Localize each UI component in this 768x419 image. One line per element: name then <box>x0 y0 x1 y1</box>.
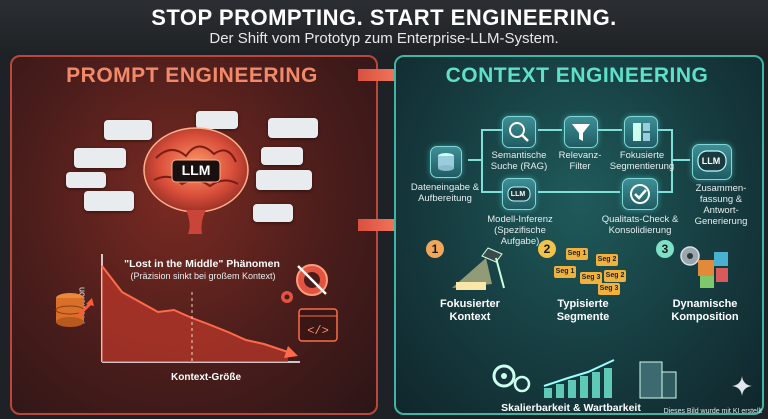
segment-chip: Seg 1 <box>554 266 576 278</box>
precision-chart <box>101 254 300 363</box>
speech-bubble <box>74 148 126 168</box>
quality-check-node <box>622 178 658 210</box>
step-2-label: Typisierte Segmente <box>556 298 610 323</box>
segments-icon <box>633 123 650 141</box>
speech-bubble <box>253 204 293 222</box>
ai-generated-note: Dieses Bild wurde mit KI erstellt <box>663 408 762 415</box>
speech-bubble <box>104 120 152 140</box>
speech-bubble <box>66 172 106 188</box>
speech-bubble <box>196 111 238 129</box>
quality-check-label: Qualitats-Check & Konsolidierung <box>601 214 679 236</box>
llm-chip-icon <box>697 150 727 172</box>
data-input-node <box>430 146 462 178</box>
llm-chip-icon <box>507 186 531 202</box>
model-inference-label: Modell-Inferenz (Spezifische Aufgabe) <box>487 214 553 247</box>
speech-bubble <box>84 191 134 211</box>
gear-warning-icon <box>296 264 328 296</box>
summary-label: Zusammen-fassung & Antwort-Generierung <box>694 183 748 227</box>
segment-chip: Seg 1 <box>566 248 588 260</box>
scalability-label: Skalierbarkeit & Wartbarkeit <box>501 402 641 414</box>
code-window-icon: </> <box>298 308 338 342</box>
relevance-filter-label: Relevanz-Filter <box>558 150 602 172</box>
segment-chip: Seg 3 <box>598 283 620 295</box>
llm-summary-node <box>692 144 732 180</box>
chart-subtitle: (Präzision sinkt bei großem Kontext) <box>130 271 276 281</box>
context-engineering-panel <box>394 55 764 415</box>
page-subtitle: Der Shift vom Prototyp zum Enterprise-LL… <box>209 30 559 47</box>
data-input-label: Dateneingabe & Aufbereitung <box>410 182 480 204</box>
prompt-engineering-heading: PROMPT ENGINEERING <box>66 64 318 87</box>
sparkle-icon <box>732 376 752 396</box>
gear-icon <box>281 291 293 303</box>
context-engineering-heading: CONTEXT ENGINEERING <box>445 64 709 87</box>
chart-title: "Lost in the Middle" Phänomen <box>124 258 280 270</box>
relevance-filter-node <box>564 116 598 148</box>
speech-bubble <box>256 170 312 190</box>
scalability-graphic <box>492 359 677 399</box>
segmentation-label: Fokusierte Segmentierung <box>609 150 675 172</box>
step-1-label: Fokusierter Kontext <box>440 298 500 323</box>
search-icon <box>509 122 529 142</box>
speech-bubble <box>261 147 303 165</box>
step-3-badge: 3 <box>656 240 674 258</box>
segment-chip: Seg 2 <box>604 270 626 282</box>
svg-text:</>: </> <box>307 324 329 338</box>
llm-node-label: LLM <box>701 156 721 166</box>
puzzle-gears-icon <box>680 246 728 288</box>
database-icon <box>55 293 94 327</box>
segmentation-node <box>624 116 658 148</box>
header-bar <box>0 0 768 52</box>
semantic-search-label: Semantische Suche (RAG) <box>490 150 548 172</box>
step-1-badge: 1 <box>426 240 444 258</box>
filter-icon <box>572 124 590 141</box>
semantic-search-node <box>502 116 536 148</box>
step-3-label: Dynamische Komposition <box>671 298 739 323</box>
brain-llm-label: LLM <box>181 162 211 178</box>
brain-icon <box>143 127 249 234</box>
database-icon <box>438 153 454 171</box>
segment-chip: Seg 2 <box>596 254 618 266</box>
lamp-icon <box>452 247 505 290</box>
model-inference-node <box>502 178 536 210</box>
flow-connectors <box>468 129 690 193</box>
step-2-badge: 2 <box>538 240 556 258</box>
segment-chip: Seg 3 <box>580 272 602 284</box>
page-title: STOP PROMPTING. START ENGINEERING. <box>151 5 617 30</box>
inference-llm-label: LLM <box>510 191 526 198</box>
speech-bubble <box>268 118 318 138</box>
check-icon <box>630 184 650 204</box>
x-axis-label: Kontext-Größe <box>171 372 241 383</box>
